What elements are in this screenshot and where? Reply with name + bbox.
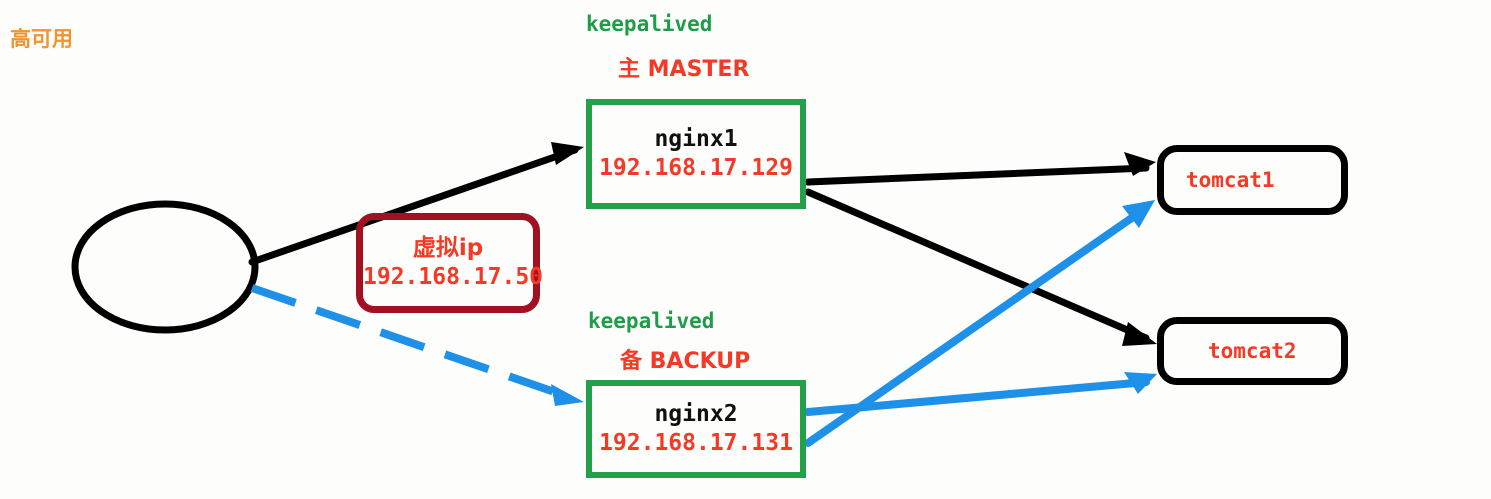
client-ellipse <box>71 200 259 334</box>
role-master-label: 主 MASTER <box>618 57 750 82</box>
edge-nginx1-to-tomcat2 <box>804 188 1157 346</box>
keepalived-master-label: keepalived <box>586 12 713 36</box>
node-tomcat2[interactable]: tomcat2 <box>1157 317 1348 385</box>
edge-nginx2-to-tomcat1 <box>804 200 1155 447</box>
vip-address: 192.168.17.50 <box>363 264 544 290</box>
node-nginx2[interactable]: nginx2 192.168.17.131 <box>586 380 806 478</box>
tomcat1-name: tomcat1 <box>1186 167 1275 192</box>
edge-nginx2-to-tomcat2 <box>804 372 1157 416</box>
nginx1-address: 192.168.17.129 <box>599 155 793 181</box>
edge-nginx1-to-tomcat1 <box>804 152 1156 186</box>
vip-name: 虚拟ip <box>412 235 484 262</box>
nginx2-name: nginx2 <box>654 401 738 428</box>
node-tomcat1[interactable]: tomcat1 <box>1157 145 1348 215</box>
page-title: 高可用 <box>10 27 73 51</box>
role-backup-label: 备 BACKUP <box>620 349 751 374</box>
nginx1-name: nginx1 <box>654 126 738 153</box>
nginx2-address: 192.168.17.131 <box>599 430 793 456</box>
node-virtual-ip[interactable]: 虚拟ip 192.168.17.50 <box>356 213 544 313</box>
node-nginx1[interactable]: nginx1 192.168.17.129 <box>586 99 806 209</box>
tomcat2-name: tomcat2 <box>1208 338 1297 363</box>
keepalived-backup-label: keepalived <box>588 309 715 333</box>
